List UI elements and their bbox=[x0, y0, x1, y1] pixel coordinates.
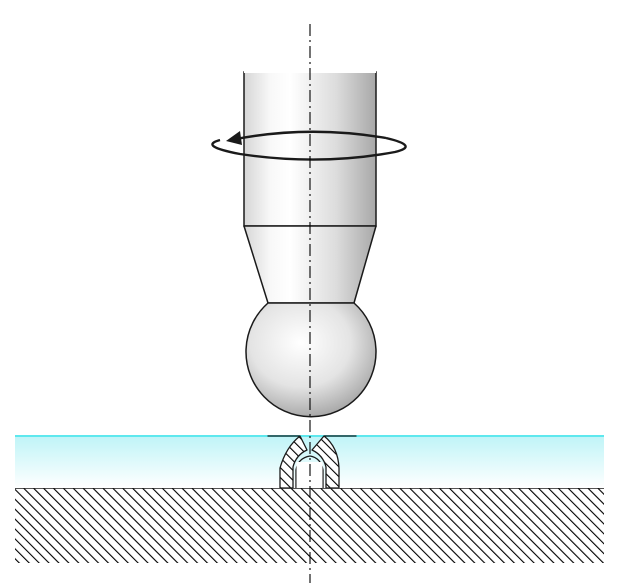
part-section-right bbox=[311, 435, 357, 489]
rotation-arrowhead-icon bbox=[226, 131, 242, 145]
rotation-arrow-back bbox=[235, 130, 387, 141]
part-bore-right-wall bbox=[309, 455, 324, 488]
part-bore-left-wall bbox=[295, 455, 311, 488]
part-section-left bbox=[267, 435, 308, 489]
tool-ball-tip bbox=[245, 302, 377, 418]
rotation-arrow-front bbox=[211, 136, 407, 161]
